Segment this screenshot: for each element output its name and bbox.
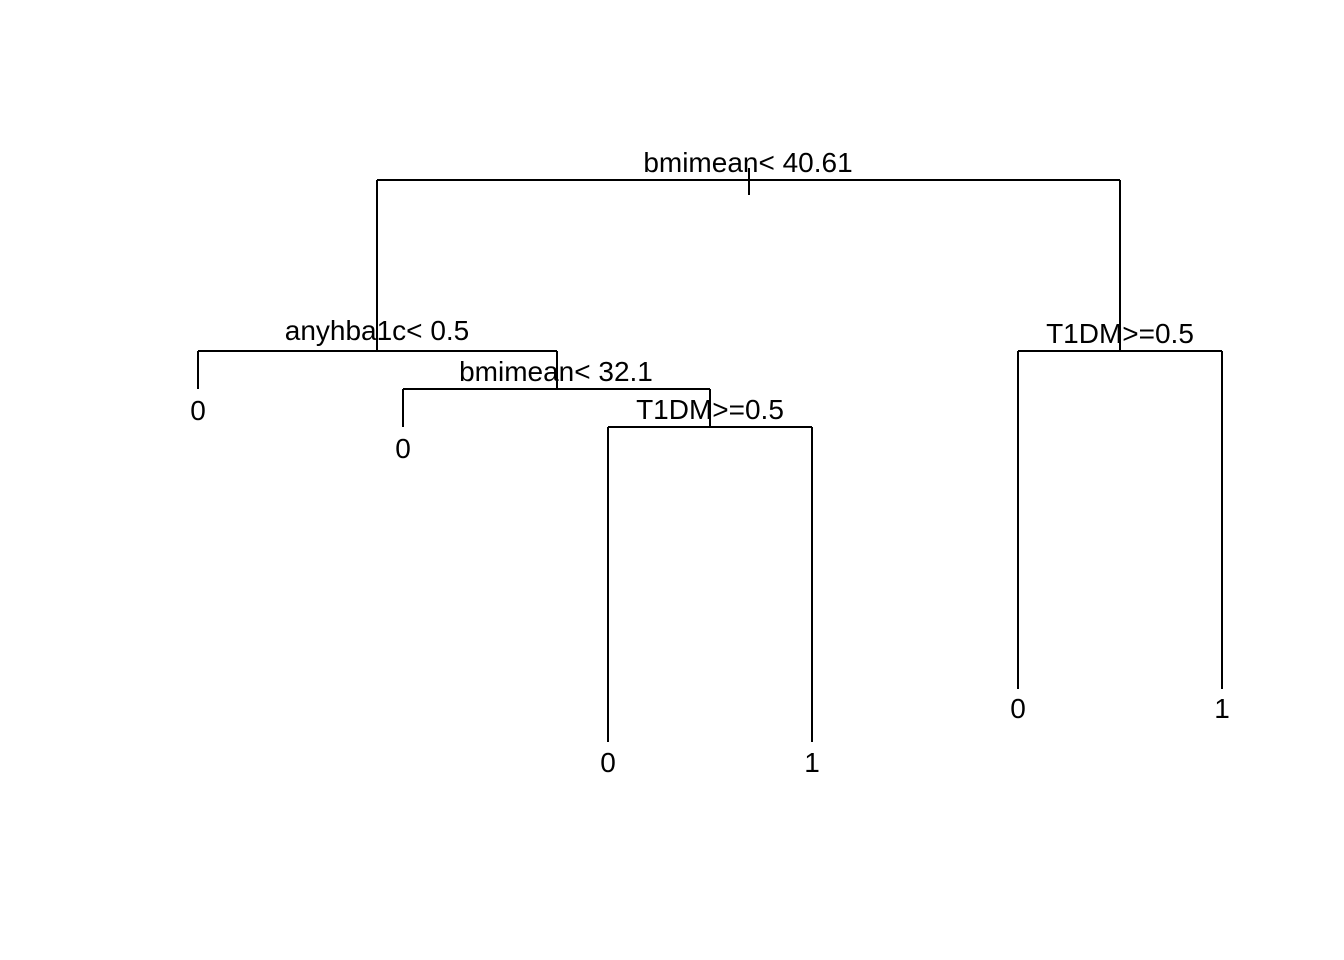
node-right: T1DM>=0.5 0 1 bbox=[1010, 318, 1230, 724]
split-label-left: anyhba1c< 0.5 bbox=[285, 315, 470, 346]
leaf-label-left-right-left: 0 bbox=[395, 433, 411, 464]
leaf-label-right-right: 1 bbox=[1214, 693, 1230, 724]
split-label-root: bmimean< 40.61 bbox=[643, 147, 852, 178]
leaf-label-lrr-right: 1 bbox=[804, 747, 820, 778]
node-left-right-right: T1DM>=0.5 0 1 bbox=[600, 394, 820, 778]
node-left: anyhba1c< 0.5 0 bbox=[190, 315, 558, 426]
node-left-right: bmimean< 32.1 0 bbox=[395, 356, 711, 464]
leaf-label-lrr-left: 0 bbox=[600, 747, 616, 778]
split-label-right: T1DM>=0.5 bbox=[1046, 318, 1194, 349]
leaf-label-right-left: 0 bbox=[1010, 693, 1026, 724]
leaf-label-left-left: 0 bbox=[190, 395, 206, 426]
node-root: bmimean< 40.61 bbox=[376, 147, 1121, 351]
split-label-left-right: bmimean< 32.1 bbox=[459, 356, 653, 387]
split-label-left-right-right: T1DM>=0.5 bbox=[636, 394, 784, 425]
